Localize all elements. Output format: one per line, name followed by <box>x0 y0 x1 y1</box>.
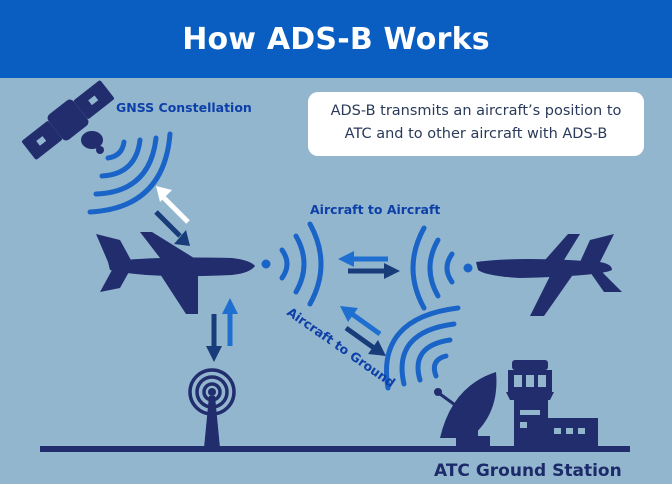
info-line-1: ADS-B transmits an aircraft’s position t… <box>330 103 622 119</box>
aircraft-signal-waves <box>261 221 324 307</box>
gnss-label: GNSS Constellation <box>116 100 252 115</box>
second-aircraft-signal-waves <box>410 225 473 311</box>
gnss-arrows <box>154 186 190 246</box>
info-line-2: ATC and to other aircraft with ADS-B <box>344 126 608 142</box>
page-title: How ADS-B Works <box>182 21 490 57</box>
gnss-signal-waves <box>87 131 173 215</box>
air-to-ground-arrows <box>340 306 386 356</box>
atc-ground-station-label: ATC Ground Station <box>434 461 622 481</box>
ground-signal-waves <box>384 305 461 391</box>
airplane-icon <box>96 232 255 314</box>
info-callout: ADS-B transmits an aircraft’s position t… <box>308 92 644 156</box>
header-bar: How ADS-B Works <box>0 0 672 78</box>
air-to-air-arrows <box>338 251 400 279</box>
radio-tower-icon <box>188 368 236 448</box>
radar-dish-icon <box>434 372 497 446</box>
satellite-icon <box>22 80 114 160</box>
air-to-air-label: Aircraft to Aircraft <box>310 202 440 217</box>
ground-line <box>40 446 630 452</box>
tower-arrows <box>206 298 238 362</box>
control-tower-icon <box>506 360 598 446</box>
airplane-icon <box>476 234 622 316</box>
